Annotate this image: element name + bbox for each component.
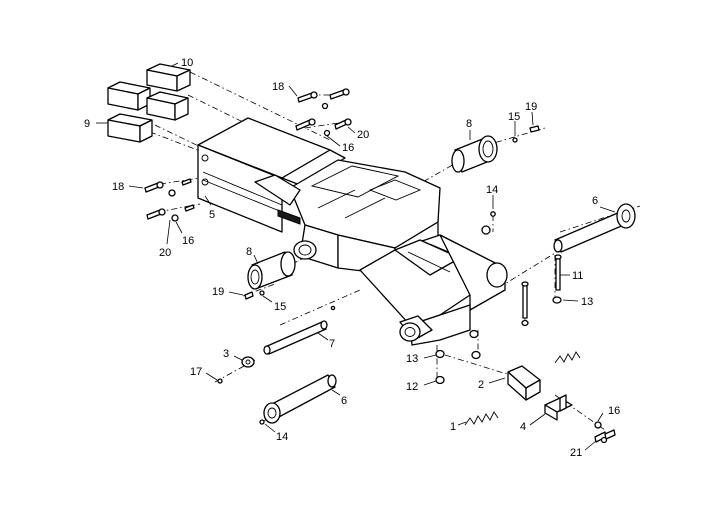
wear-pad-upper-left (107, 81, 151, 111)
callout-21: 21 (570, 447, 582, 459)
callout-16: 16 (342, 142, 354, 154)
wear-pads (107, 63, 191, 143)
callout-numbers: 10 9 18 20 16 8 15 19 18 5 20 16 14 6 8 … (84, 57, 620, 459)
callout-15: 15 (274, 301, 286, 313)
callout-14: 14 (276, 431, 288, 443)
bushing-8-upper (451, 135, 498, 173)
leader-lines (96, 62, 616, 451)
pin-6-upper (553, 203, 636, 253)
callout-19: 19 (525, 101, 537, 113)
callout-17: 17 (190, 366, 202, 378)
callout-1: 1 (450, 421, 456, 433)
callout-6: 6 (592, 195, 598, 207)
callout-12: 12 (406, 381, 418, 393)
pin-7 (263, 320, 328, 355)
wear-pad-top (146, 63, 191, 92)
callout-16: 16 (182, 235, 194, 247)
callout-4: 4 (520, 421, 526, 433)
callout-13: 13 (406, 353, 418, 365)
callout-6: 6 (341, 395, 347, 407)
callout-7: 7 (329, 338, 335, 350)
callout-14: 14 (486, 184, 498, 196)
callout-8: 8 (246, 246, 252, 258)
callout-11: 11 (572, 270, 583, 282)
callout-8: 8 (466, 118, 472, 130)
washer-3 (241, 356, 255, 368)
boom-front-face (197, 144, 283, 233)
callout-15: 15 (508, 111, 520, 123)
bushing-8-lower (247, 251, 296, 290)
hardware (144, 88, 616, 444)
callout-9: 9 (84, 118, 90, 130)
callout-20: 20 (357, 129, 369, 141)
pin-6-lower (263, 374, 337, 424)
main-frame (197, 117, 508, 346)
callout-18: 18 (272, 81, 284, 93)
callout-16: 16 (608, 405, 620, 417)
callout-20: 20 (159, 247, 171, 259)
callout-13: 13 (581, 296, 593, 308)
callout-2: 2 (478, 379, 484, 391)
wear-pad-lower-left (107, 113, 153, 143)
callout-18: 18 (112, 181, 124, 193)
callout-5: 5 (209, 209, 215, 221)
callout-19: 19 (212, 286, 224, 298)
callout-10: 10 (181, 57, 193, 69)
wear-pad-middle (146, 91, 189, 121)
callout-3: 3 (223, 348, 229, 360)
